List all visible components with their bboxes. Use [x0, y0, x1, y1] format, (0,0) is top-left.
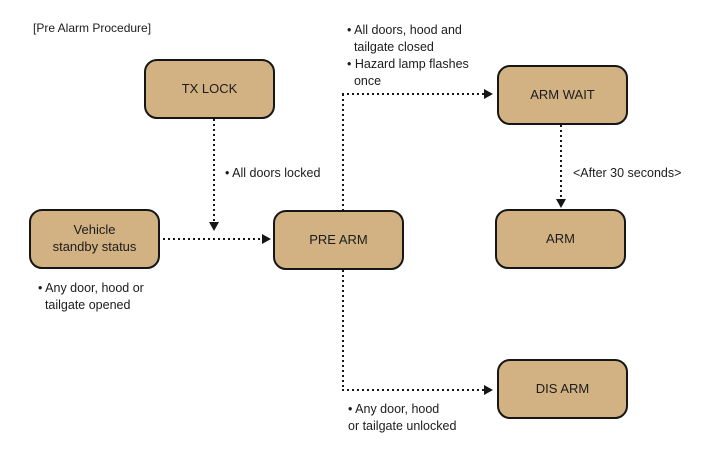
node-arm-wait-label: ARM WAIT: [530, 86, 595, 102]
annotation-after-30-seconds: <After 30 seconds>: [573, 166, 682, 180]
arrow-prearm-to-disarm-head-icon: [484, 385, 493, 395]
annotation-any-opened: • Any door, hood or tailgate opened: [38, 281, 144, 312]
arrow-vehicle-to-prearm-head-icon: [262, 234, 271, 244]
arrow-prearm-to-armwait-head-icon: [484, 89, 493, 99]
node-arm-label: ARM: [546, 230, 575, 246]
node-vehicle-standby-status: Vehicle standby status: [29, 209, 160, 269]
arrow-vehicle-to-prearm-line: [163, 238, 262, 240]
arrow-prearm-to-armwait-hline: [342, 93, 484, 95]
node-arm-wait: ARM WAIT: [497, 65, 628, 125]
node-vehicle-standby-status-label: Vehicle standby status: [52, 222, 137, 254]
arrow-prearm-to-disarm-hline: [342, 389, 484, 391]
node-tx-lock: TX LOCK: [144, 59, 275, 119]
arrow-armwait-to-arm-line: [560, 125, 562, 199]
arrow-prearm-to-disarm-vline: [342, 270, 344, 390]
arrow-armwait-to-arm-head-icon: [556, 199, 566, 208]
node-pre-arm-label: PRE ARM: [309, 231, 368, 247]
node-arm: ARM: [495, 209, 626, 269]
annotation-doors-closed: • All doors, hood and tailgate closed • …: [347, 23, 469, 88]
arrow-tx-lock-down-line: [213, 119, 215, 222]
arrow-prearm-to-armwait-vline: [342, 94, 344, 210]
annotation-all-doors-locked: • All doors locked: [225, 166, 321, 180]
node-tx-lock-label: TX LOCK: [181, 80, 238, 96]
arrow-tx-lock-down-head-icon: [209, 222, 219, 231]
annotation-any-unlocked: • Any door, hood or tailgate unlocked: [348, 402, 457, 433]
node-dis-arm-label: DIS ARM: [535, 380, 590, 396]
node-dis-arm: DIS ARM: [497, 359, 628, 419]
node-pre-arm: PRE ARM: [273, 210, 404, 270]
diagram-title: [Pre Alarm Procedure]: [33, 21, 152, 35]
